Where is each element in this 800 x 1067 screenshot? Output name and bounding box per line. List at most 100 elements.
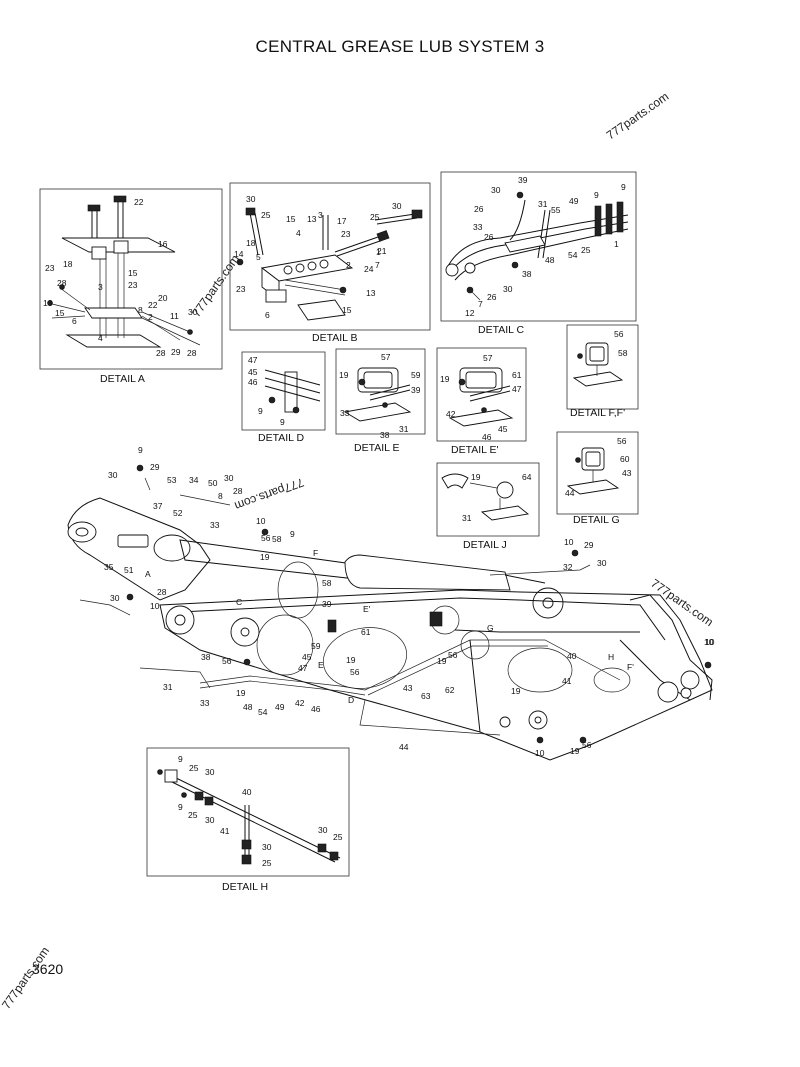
detail-c-callout-48: 48 xyxy=(545,255,555,265)
main-callout-56: 56 xyxy=(222,656,232,666)
main-callout-33: 33 xyxy=(210,520,220,530)
detail-c-callout-25: 25 xyxy=(581,245,591,255)
detail-b-callout-18: 18 xyxy=(246,238,256,248)
detail-b-callout-1: 1 xyxy=(376,247,381,257)
main-callout-45: 45 xyxy=(302,652,312,662)
main-callout-29: 29 xyxy=(584,540,594,550)
detail-e-callout-39: 39 xyxy=(411,385,421,395)
detail-b-callout-23: 23 xyxy=(236,284,246,294)
main-callout-C: C xyxy=(236,597,242,607)
detail-c-callout-12: 12 xyxy=(465,308,475,318)
detail-e-callout-59: 59 xyxy=(411,370,421,380)
detail-h-callout-25: 25 xyxy=(188,810,198,820)
detail-b-callout-6: 6 xyxy=(265,310,270,320)
watermark-right: 777parts.com xyxy=(648,576,716,629)
watermark-top-right: 777parts.com xyxy=(604,89,672,142)
main-callout-19: 19 xyxy=(346,655,356,665)
detail-d-callout-45: 45 xyxy=(248,367,258,377)
main-callout-10: 10 xyxy=(704,637,714,647)
main-boom-assembly xyxy=(67,464,713,761)
main-callout-33: 33 xyxy=(200,698,210,708)
detail-a-callout-18: 18 xyxy=(63,259,73,269)
detail-h-callout-25: 25 xyxy=(189,763,199,773)
detail-h-callout-9: 9 xyxy=(178,754,183,764)
detail-h-callout-9: 9 xyxy=(178,802,183,812)
detail-b-callout-24: 24 xyxy=(364,264,374,274)
detail-h-callout-25: 25 xyxy=(333,832,343,842)
detail-h-callout-30: 30 xyxy=(318,825,328,835)
main-callout-43: 43 xyxy=(403,683,413,693)
main-callout-34: 34 xyxy=(189,475,199,485)
detail-g-caption: DETAIL G xyxy=(573,514,620,526)
detail-h-callout-40: 40 xyxy=(242,787,252,797)
detail-f-callout-56: 56 xyxy=(614,329,624,339)
main-callout-30: 30 xyxy=(110,593,120,603)
detail-j xyxy=(436,462,540,537)
detail-a-callout-15: 15 xyxy=(128,268,138,278)
main-callout-10: 10 xyxy=(256,516,266,526)
main-callout-58: 58 xyxy=(322,578,332,588)
detail-a-callout-23: 23 xyxy=(45,263,55,273)
main-callout-53: 53 xyxy=(167,475,177,485)
detail-h-callout-30: 30 xyxy=(262,842,272,852)
main-callout-9: 9 xyxy=(290,529,295,539)
detail-c-callout-26: 26 xyxy=(474,204,484,214)
detail-e2-callout-47: 47 xyxy=(512,384,522,394)
main-callout-40: 40 xyxy=(567,651,577,661)
detail-a-callout-22: 22 xyxy=(148,300,158,310)
main-callout-30: 30 xyxy=(108,470,118,480)
main-callout-30: 30 xyxy=(597,558,607,568)
detail-a-callout-2: 2 xyxy=(148,312,153,322)
detail-a-callout-22: 22 xyxy=(134,197,144,207)
detail-b-callout-25: 25 xyxy=(370,212,380,222)
detail-h-caption: DETAIL H xyxy=(222,881,268,893)
detail-g-callout-43: 43 xyxy=(622,468,632,478)
detail-b-callout-30: 30 xyxy=(392,201,402,211)
detail-a-callout-6: 6 xyxy=(72,316,77,326)
detail-a-callout-20: 20 xyxy=(158,293,168,303)
detail-f xyxy=(566,324,639,410)
detail-b-callout-17: 17 xyxy=(337,216,347,226)
detail-a-caption: DETAIL A xyxy=(100,373,145,385)
main-callout-H: H xyxy=(608,652,614,662)
main-callout-10: 10 xyxy=(564,537,574,547)
detail-c-callout-9: 9 xyxy=(594,190,599,200)
detail-b-callout-25: 25 xyxy=(261,210,271,220)
main-callout-31: 31 xyxy=(163,682,173,692)
detail-d-callout-9: 9 xyxy=(258,406,263,416)
main-callout-E': E' xyxy=(363,604,371,614)
detail-c-callout-49: 49 xyxy=(569,196,579,206)
main-callout-19: 19 xyxy=(236,688,246,698)
detail-g-callout-56: 56 xyxy=(617,436,627,446)
main-callout-41: 41 xyxy=(562,676,572,686)
detail-j-caption: DETAIL J xyxy=(463,539,507,551)
page-title: CENTRAL GREASE LUB SYSTEM 3 xyxy=(255,37,545,56)
detail-h-callout-25: 25 xyxy=(262,858,272,868)
detail-e2-callout-46: 46 xyxy=(482,432,492,442)
detail-c-callout-26: 26 xyxy=(484,232,494,242)
main-callout-10: 10 xyxy=(535,748,545,758)
detail-b-callout-30: 30 xyxy=(246,194,256,204)
main-callout-19: 19 xyxy=(570,746,580,756)
main-callout-56: 56 xyxy=(350,667,360,677)
main-callout-63: 63 xyxy=(421,691,431,701)
watermark-middle: 777parts.com xyxy=(233,475,306,513)
main-callout-50: 50 xyxy=(208,478,218,488)
detail-h-callout-30: 30 xyxy=(205,767,215,777)
detail-c-callout-26: 26 xyxy=(487,292,497,302)
detail-e-prime xyxy=(436,347,527,442)
detail-a-callout-28: 28 xyxy=(156,348,166,358)
detail-c-callout-55: 55 xyxy=(551,205,561,215)
main-callout-19: 19 xyxy=(260,552,270,562)
main-callout-56: 56 xyxy=(582,740,592,750)
detail-j-callout-19: 19 xyxy=(471,472,481,482)
detail-a-callout-8: 8 xyxy=(138,305,143,315)
main-callout-42: 42 xyxy=(295,698,305,708)
